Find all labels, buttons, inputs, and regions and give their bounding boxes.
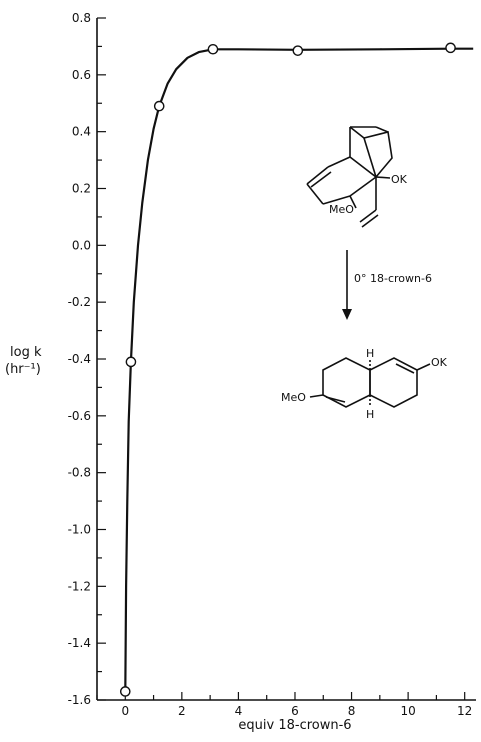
reactant-substituent-ok: OK <box>391 173 408 186</box>
data-point <box>292 45 304 56</box>
y-axis-title: log k <box>10 345 42 360</box>
reactant-substituent-meo: MeO <box>329 203 354 216</box>
product-substituent-ok: OK <box>431 356 448 369</box>
y-tick-label: -1.0 <box>68 523 91 537</box>
x-tick-label: 12 <box>457 704 472 718</box>
y-tick-label: 0.2 <box>72 182 91 196</box>
y-tick-label: -0.4 <box>68 352 91 366</box>
y-axis: -1.6 -1.4 -1.2 -1.0 -0.8 -0.6 -0.4 -0.2 0.0 0.2 0.… <box>68 11 106 707</box>
data-point <box>207 43 219 55</box>
product-ring-fusion-h-bottom: H <box>366 408 374 421</box>
y-tick-label: -0.6 <box>68 409 91 423</box>
x-tick-label: 0 <box>121 704 129 718</box>
fit-curve-line <box>124 47 474 692</box>
product-structure <box>309 357 431 408</box>
y-tick-label: -0.8 <box>68 466 91 480</box>
y-tick-label: -1.2 <box>68 579 91 593</box>
x-axis-title: equiv 18-crown-6 <box>238 718 351 733</box>
y-axis-title-units: (hr⁻¹) <box>5 362 41 377</box>
y-tick-label: 0.6 <box>72 68 91 82</box>
x-tick-label: 8 <box>348 704 356 718</box>
y-tick-label: 0.4 <box>72 125 91 139</box>
x-tick-label: 6 <box>291 704 299 718</box>
x-tick-label: 2 <box>178 704 186 718</box>
data-point <box>153 100 165 112</box>
x-tick-label: 10 <box>400 704 415 718</box>
y-tick-label: 0.8 <box>72 11 91 25</box>
reaction-scheme <box>306 126 431 408</box>
reaction-conditions: 0° 18-crown-6 <box>354 272 432 285</box>
y-tick-label: 0.0 <box>72 238 91 252</box>
data-point <box>119 686 131 697</box>
y-tick-label: -1.6 <box>68 693 91 707</box>
data-points <box>119 42 456 697</box>
product-ring-fusion-h-top: H <box>366 347 374 360</box>
y-tick-label: -0.2 <box>68 295 91 309</box>
x-axis: 0 2 4 6 8 10 12 <box>96 692 476 718</box>
fit-curve <box>124 47 474 692</box>
data-point <box>445 42 456 54</box>
product-substituent-meo: MeO <box>281 391 306 404</box>
y-tick-label: -1.4 <box>68 636 91 650</box>
data-point <box>125 356 137 368</box>
x-tick-label: 4 <box>235 704 243 718</box>
reactant-structure <box>306 126 393 228</box>
arrow-head <box>342 309 352 320</box>
